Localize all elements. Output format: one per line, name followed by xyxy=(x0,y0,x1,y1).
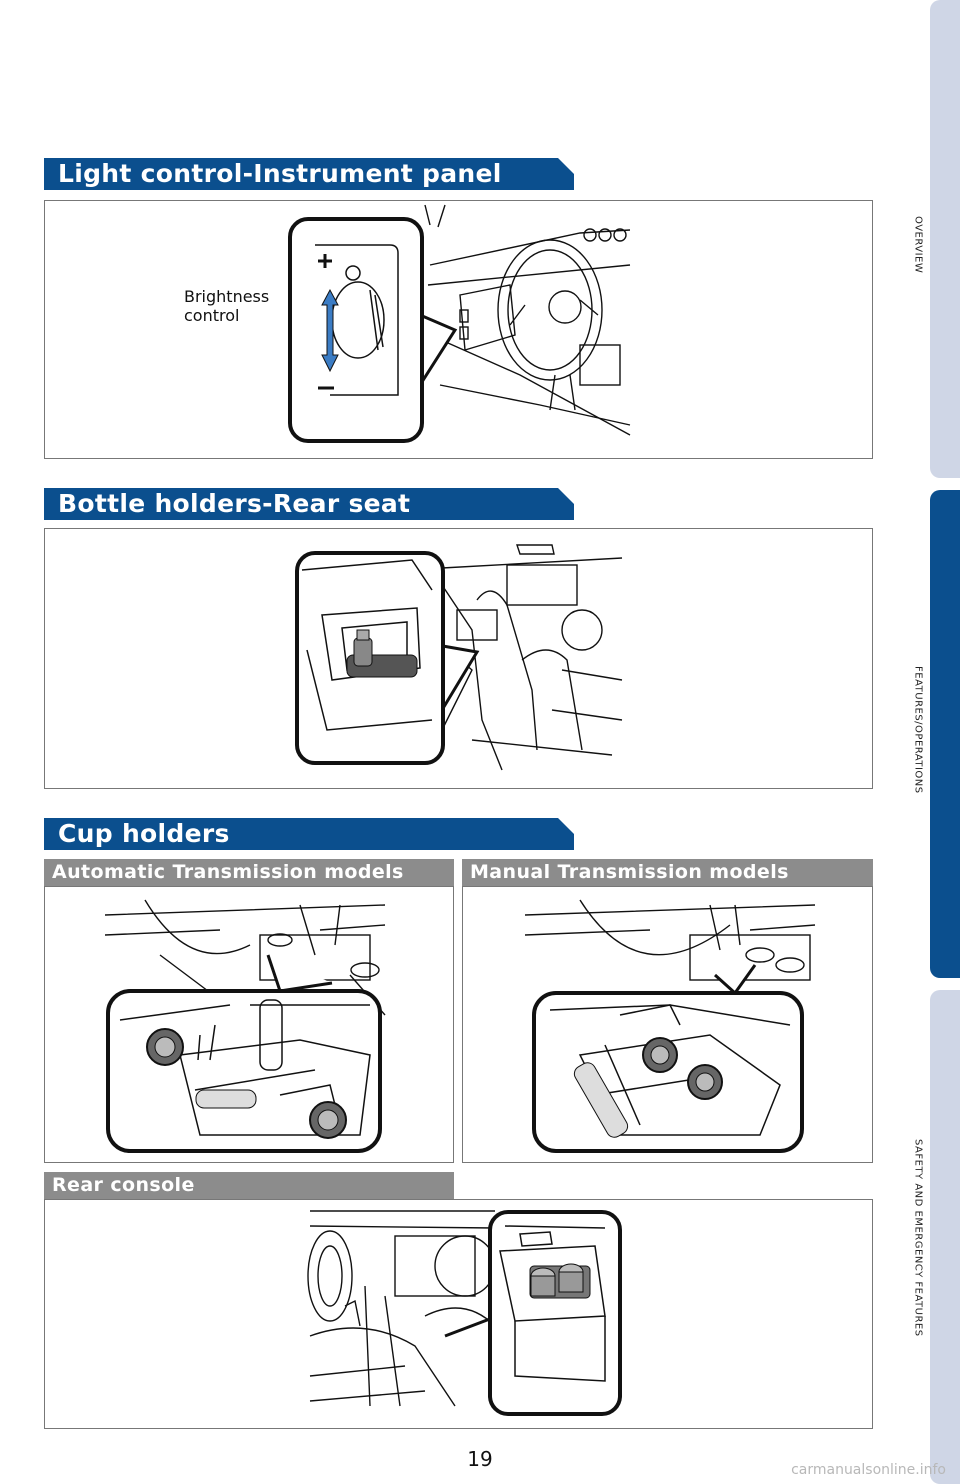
bottle-holders-illustration xyxy=(295,544,623,771)
side-tab-safety[interactable] xyxy=(930,990,960,1484)
automatic-cup-holder-illustration xyxy=(104,899,386,1153)
rear-console-illustration xyxy=(307,1210,622,1416)
side-tab-overview[interactable] xyxy=(930,0,960,478)
side-label-overview: OVERVIEW xyxy=(912,216,924,274)
section-title-bottle-holders: Bottle holders-Rear seat xyxy=(44,488,574,520)
side-label-safety: SAFETY AND EMERGENCY FEATURES xyxy=(912,1139,924,1337)
section-title-cup-holders: Cup holders xyxy=(44,818,574,850)
subheader-manual: Manual Transmission models xyxy=(462,859,873,886)
side-tab-features[interactable] xyxy=(930,490,960,978)
side-label-features: FEATURES/OPERATIONS xyxy=(912,666,924,794)
manual-cup-holder-illustration xyxy=(524,899,816,1153)
section-title-light-control: Light control-Instrument panel xyxy=(44,158,574,190)
page-number: 19 xyxy=(467,1447,493,1471)
subheader-automatic: Automatic Transmission models xyxy=(44,859,454,886)
brightness-control-label: Brightness control xyxy=(184,287,270,325)
light-control-illustration xyxy=(288,204,631,443)
light-control-panel xyxy=(44,200,873,459)
watermark: carmanualsonline.info xyxy=(791,1462,946,1478)
subheader-rear-console: Rear console xyxy=(44,1172,454,1199)
